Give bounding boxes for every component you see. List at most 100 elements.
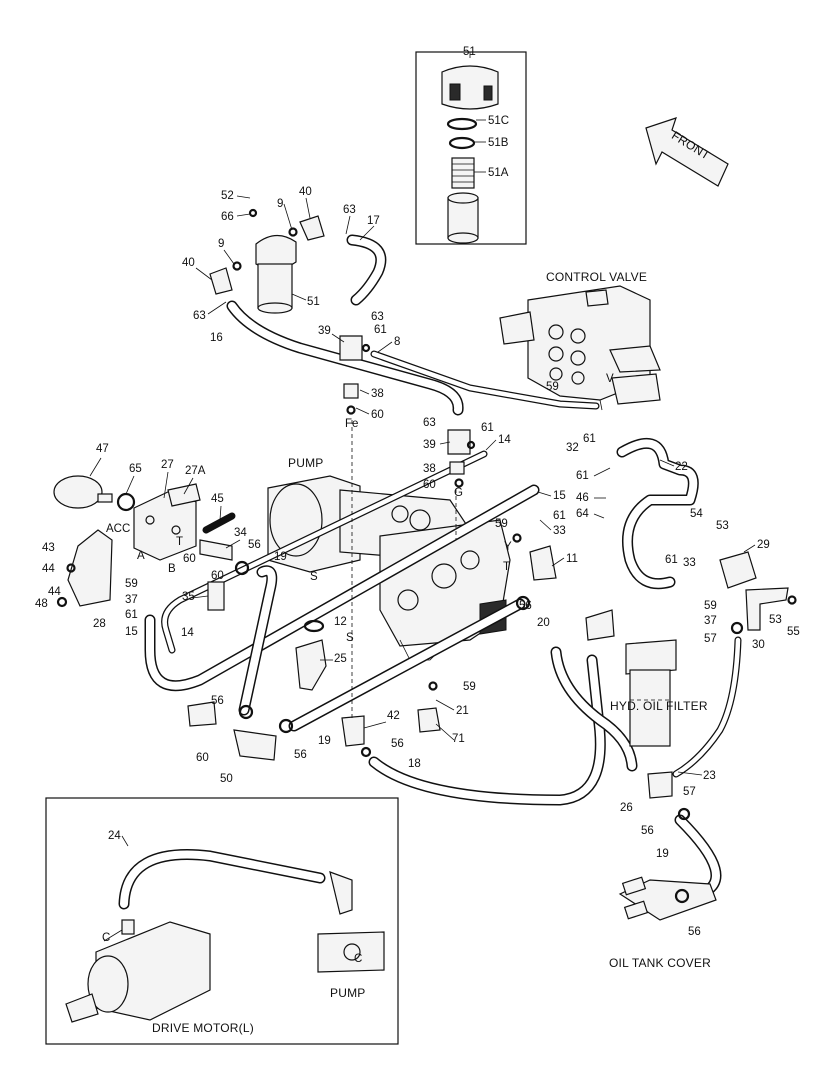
label-56c: 56 xyxy=(211,695,224,707)
hose-8 xyxy=(370,350,600,410)
filter-inset-frame xyxy=(415,51,527,245)
label-51-top: 51 xyxy=(463,46,476,58)
hose-24 xyxy=(118,849,326,910)
label-61d: 61 xyxy=(553,510,566,522)
hose-23 xyxy=(672,636,742,778)
hose-16 xyxy=(226,300,464,416)
label-61c: 61 xyxy=(481,422,494,434)
label-42: 42 xyxy=(387,710,400,722)
label-51b: 51B xyxy=(488,137,509,149)
filter-element-inset: 51 51C 51B 51A xyxy=(415,46,527,245)
label-56g: 56 xyxy=(688,926,701,938)
filter-cap xyxy=(441,65,499,110)
port-t-label: T xyxy=(176,536,183,548)
label-56d: 56 xyxy=(294,749,307,761)
fitting-42 xyxy=(341,715,365,747)
label-46: 46 xyxy=(576,492,589,504)
tee-26 xyxy=(647,771,673,799)
label-71: 71 xyxy=(452,733,465,745)
label-53a: 53 xyxy=(716,520,729,532)
label-47: 47 xyxy=(96,443,109,455)
small-seals xyxy=(56,208,797,904)
label-39b: 39 xyxy=(423,439,436,451)
port-g-label: G xyxy=(454,487,463,499)
label-61a: 61 xyxy=(374,324,387,336)
tee-39-top xyxy=(339,335,363,361)
hose-18 xyxy=(368,654,606,806)
check-valve-25 xyxy=(295,639,327,691)
label-57a: 57 xyxy=(704,633,717,645)
label-26: 26 xyxy=(620,802,633,814)
label-19c: 19 xyxy=(656,848,669,860)
label-54: 54 xyxy=(690,508,703,520)
label-60d: 60 xyxy=(196,752,209,764)
hyd-oil-filter-caption: HYD. OIL FILTER xyxy=(610,699,708,713)
label-65: 65 xyxy=(129,463,142,475)
label-15a: 15 xyxy=(553,490,566,502)
label-45: 45 xyxy=(211,493,224,505)
drive-motor-inset-frame xyxy=(45,797,399,1045)
label-59a: 59 xyxy=(546,381,559,393)
label-52: 52 xyxy=(221,190,234,202)
label-25: 25 xyxy=(334,653,347,665)
bracket-28 xyxy=(67,529,113,607)
label-50: 50 xyxy=(220,773,233,785)
elbow-11 xyxy=(529,545,557,581)
label-63d: 63 xyxy=(423,417,436,429)
label-40a: 40 xyxy=(299,186,312,198)
label-59d: 59 xyxy=(125,578,138,590)
label-39a: 39 xyxy=(318,325,331,337)
label-27a: 27A xyxy=(185,465,206,477)
label-44b: 44 xyxy=(48,586,61,598)
solenoid-block-27 xyxy=(133,483,201,561)
control-valve-caption: CONTROL VALVE xyxy=(546,270,647,284)
label-53b: 53 xyxy=(769,614,782,626)
label-48: 48 xyxy=(35,598,48,610)
nipple-38-mid xyxy=(449,461,465,475)
label-8: 8 xyxy=(394,336,400,348)
label-40b: 40 xyxy=(182,257,195,269)
label-18: 18 xyxy=(408,758,421,770)
drive-motor-inset: DRIVE MOTOR(L) PUMP C C 24 xyxy=(45,797,399,1045)
label-56b: 56 xyxy=(248,539,261,551)
bracket-30 xyxy=(745,587,789,631)
hose-14 xyxy=(161,450,488,654)
label-9b: 9 xyxy=(218,238,224,250)
hose-15 xyxy=(144,484,540,692)
o-ring-51c xyxy=(446,117,478,131)
fitting-35 xyxy=(207,581,225,611)
port-v-label: V xyxy=(606,373,614,385)
port-y-label: Y xyxy=(504,541,512,553)
label-20: 20 xyxy=(537,617,550,629)
label-22: 22 xyxy=(675,461,688,473)
label-33b: 33 xyxy=(683,557,696,569)
pump-inset-caption: PUMP xyxy=(330,986,365,1000)
nipple-38-top xyxy=(343,383,359,399)
o-ring-65 xyxy=(116,492,136,512)
label-27: 27 xyxy=(161,459,174,471)
filter-spring xyxy=(451,157,475,189)
label-59b: 59 xyxy=(495,518,508,530)
label-34: 34 xyxy=(234,527,247,539)
control-valve: V xyxy=(499,285,661,411)
port-b-label: B xyxy=(168,563,176,575)
oil-tank-cover xyxy=(618,876,717,921)
label-11: 11 xyxy=(566,553,578,565)
port-acc-label: ACC xyxy=(106,523,130,535)
tee-39-mid xyxy=(447,429,471,455)
label-19a: 19 xyxy=(274,551,287,563)
label-28: 28 xyxy=(93,618,106,630)
label-51c: 51C xyxy=(488,115,509,127)
label-59e: 59 xyxy=(463,681,476,693)
oil-tank-cover-caption: OIL TANK COVER xyxy=(609,956,711,970)
label-23: 23 xyxy=(703,770,716,782)
label-55: 55 xyxy=(787,626,800,638)
hose-19-lower xyxy=(288,598,526,732)
label-21: 21 xyxy=(456,705,469,717)
hose-22 xyxy=(616,438,699,590)
label-63c: 63 xyxy=(371,311,384,323)
filter-cartridge xyxy=(447,192,479,244)
port-s2-label: S xyxy=(346,632,354,644)
pump-flange xyxy=(317,931,385,973)
